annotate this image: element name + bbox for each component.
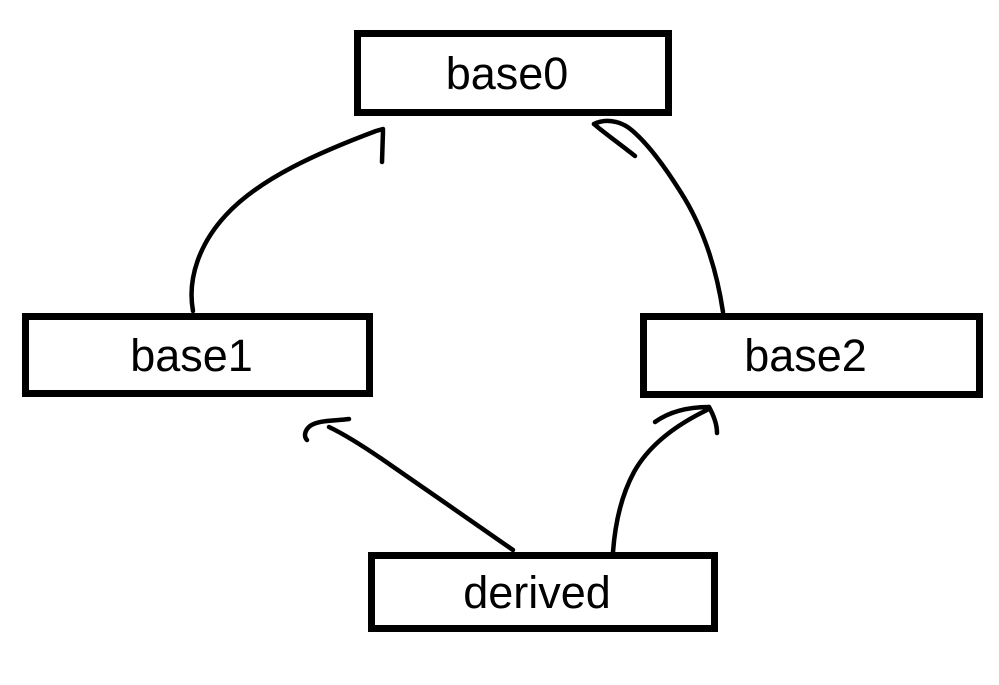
- edge-base2-to-base0: [591, 104, 726, 315]
- edge-derived-to-base2-arrowhead-down: [706, 404, 720, 436]
- edge-base2-to-base0-arrowhead: [591, 121, 638, 159]
- node-base1-label: base1: [130, 329, 253, 381]
- edge-derived-to-base1-arrowhead: [302, 416, 352, 443]
- node-base1: base1: [22, 313, 373, 397]
- edge-base2-to-base0-shaft: [591, 118, 726, 315]
- edge-derived-to-base2: [610, 404, 720, 555]
- node-base0-label: base0: [445, 47, 569, 99]
- edge-base1-to-base0: [189, 126, 386, 314]
- node-base0: base0: [354, 30, 672, 116]
- edge-base1-to-base0-arrowhead: [379, 128, 386, 165]
- edge-base1-to-base0-shaft: [189, 126, 386, 314]
- node-derived-label: derived: [463, 566, 611, 618]
- edge-derived-to-base1-shaft: [326, 424, 516, 553]
- node-base2: base2: [640, 313, 983, 398]
- node-base2-label: base2: [744, 330, 867, 381]
- edge-derived-to-base1: [302, 416, 516, 553]
- node-derived: derived: [368, 552, 718, 632]
- edge-derived-to-base2-arrowhead-left: [652, 404, 712, 425]
- edge-derived-to-base2-shaft: [610, 407, 710, 555]
